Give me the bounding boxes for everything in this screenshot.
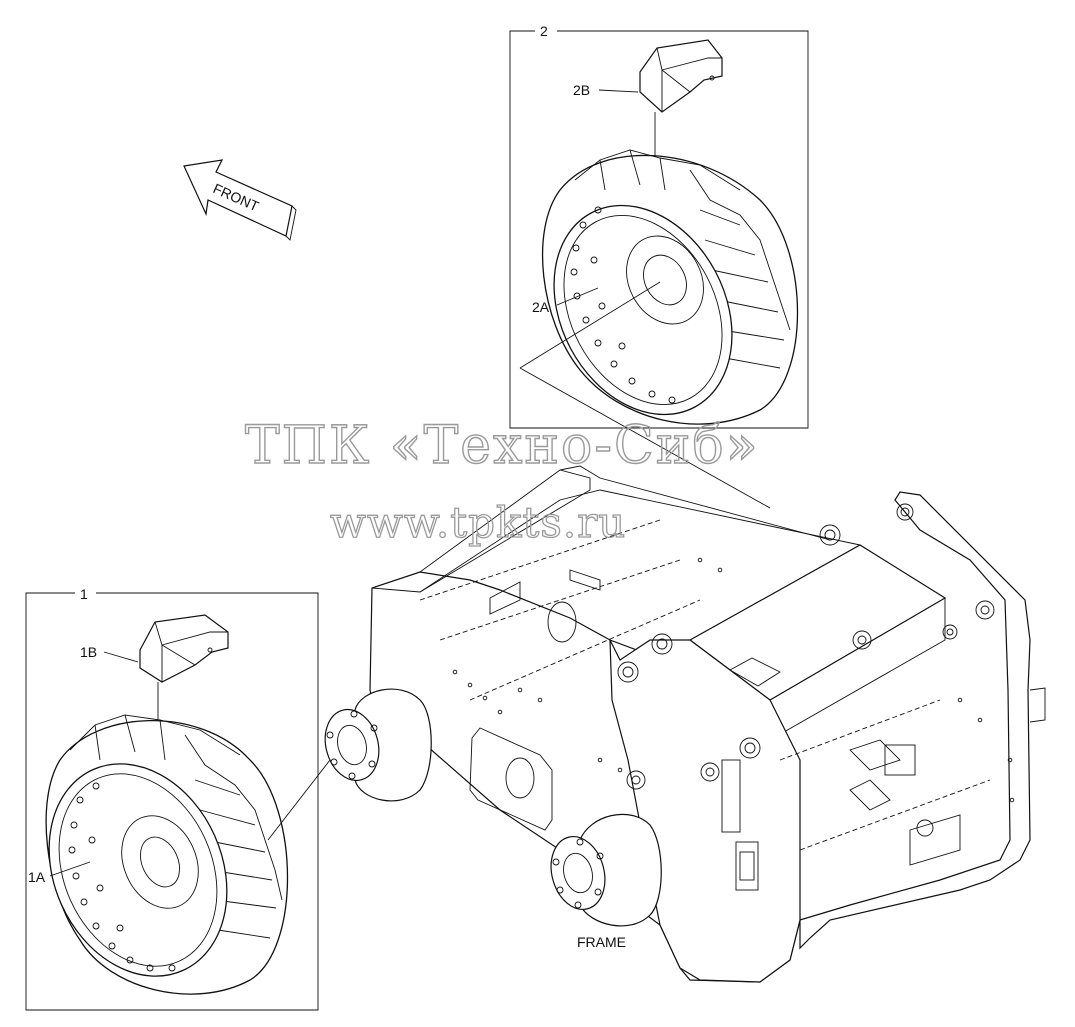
watermark-line-1: ТПК «Техно-Сиб» xyxy=(245,416,760,476)
front-arrow-icon: FRONT xyxy=(183,159,297,241)
part-2b-label: 2B xyxy=(573,82,590,98)
group-1-box: 1 xyxy=(25,586,319,1011)
wheel-1a-bolt-holes xyxy=(68,782,176,972)
fender-2b: 2B xyxy=(573,39,723,205)
frame-assembly: FRAME xyxy=(324,465,1046,983)
front-axle-hub xyxy=(324,688,432,802)
watermark: ТПК «Техно-Сиб» www.tpkts.ru xyxy=(244,415,760,547)
frame-label: FRAME xyxy=(577,934,626,950)
group-2-box: 2 xyxy=(509,23,809,429)
rear-axle-hub xyxy=(550,813,662,927)
group-1-label: 1 xyxy=(80,586,88,602)
part-1b-label: 1B xyxy=(80,644,97,660)
wheel-2a-bolt-holes xyxy=(570,206,676,404)
fender-1b: 1B xyxy=(80,614,229,780)
wheel-2a: 2A xyxy=(519,149,799,509)
frame-rivet-holes xyxy=(452,557,1015,803)
wheel-1a: 1A xyxy=(28,714,331,995)
watermark-line-2: www.tpkts.ru xyxy=(330,498,626,547)
group-2-label: 2 xyxy=(540,23,548,39)
part-2a-label: 2A xyxy=(532,299,550,315)
part-1a-label: 1A xyxy=(28,869,46,885)
